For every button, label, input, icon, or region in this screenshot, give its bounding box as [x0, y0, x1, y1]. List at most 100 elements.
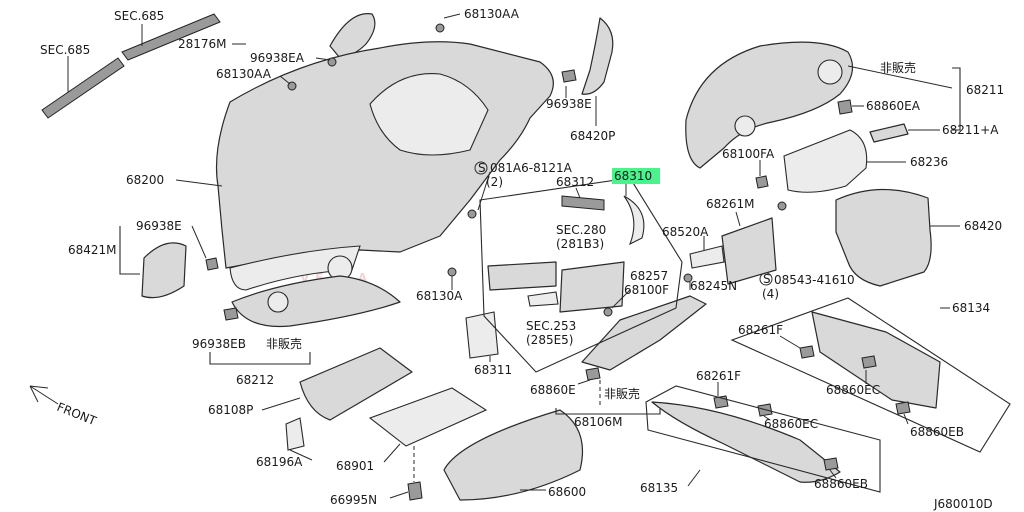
frame-68212-group: [209, 352, 311, 365]
label-68860ec-mid: 68860EC: [764, 417, 818, 431]
label-68860eb-bottom: 68860EB: [814, 477, 868, 491]
label-96938e-top: 96938E: [546, 97, 592, 111]
label-68236: 68236: [910, 155, 948, 169]
frame-68135-group: [645, 385, 881, 493]
label-08543-qty: (4): [762, 287, 779, 301]
leader-96938ea: [315, 57, 331, 61]
label-sec280-ref: (281B3): [556, 237, 604, 251]
leader-66995n: [389, 491, 409, 499]
label-68211a: 68211+A: [942, 123, 999, 137]
label-68212: 68212: [236, 373, 274, 387]
leader-96938e-left: [191, 225, 207, 259]
clip-68860ec-right: [861, 355, 877, 369]
label-sec685-b: SEC.685: [114, 9, 164, 23]
clip-68860e: [585, 367, 601, 381]
leader-68108p: [261, 397, 301, 411]
label-68860ea: 68860EA: [866, 99, 921, 113]
label-68135: 68135: [640, 481, 678, 495]
label-68130aa-left: 68130AA: [216, 67, 272, 81]
meter-hood-cover-68211: [685, 41, 854, 169]
screw-symbol-081a6: S: [478, 161, 486, 175]
meter-hood-hole-2: [734, 115, 756, 137]
label-sec685-a: SEC.685: [40, 43, 90, 57]
glove-box-frame-68901: [368, 387, 488, 447]
label-68420: 68420: [964, 219, 1002, 233]
label-68130a: 68130A: [416, 289, 463, 303]
leader-68196a: [289, 449, 313, 461]
screw-08543: [777, 201, 787, 211]
label-68311: 68311: [474, 363, 512, 377]
label-96938e-left: 96938E: [136, 219, 182, 233]
side-finisher-68420p: [581, 17, 614, 95]
label-68261f-mid: 68261F: [696, 369, 741, 383]
defrost-grille-left: [41, 57, 125, 119]
label-68130aa-top: 68130AA: [464, 7, 520, 21]
label-68600: 68600: [548, 485, 586, 499]
bracket-68211a: [869, 123, 909, 143]
leader-68135: [687, 469, 701, 487]
clip-96938e-left: [205, 257, 219, 271]
lower-cover-68108p: [299, 347, 413, 421]
switch-panel-68421m: [141, 242, 187, 299]
label-96938eb: 96938EB: [192, 337, 246, 351]
leader-68211: [847, 65, 953, 89]
bracket-68310: [623, 195, 645, 246]
bracket-68196a: [285, 417, 305, 451]
bracket-68311: [465, 311, 499, 359]
screw-68130aa-top: [435, 23, 445, 33]
label-hihanbai-2: 非販売: [266, 336, 302, 351]
center-frame-68312: [561, 195, 605, 211]
label-68312: 68312: [556, 175, 594, 189]
leader-68261m-top: [735, 211, 741, 227]
instrument-panel-meter-hood: [369, 73, 489, 156]
label-08543: 08543-41610: [774, 273, 855, 287]
clip-68100fa: [755, 175, 769, 189]
leader-68860e: [577, 379, 591, 385]
knee-panel-68134: [811, 311, 941, 409]
label-sec253-ref: (285E5): [526, 333, 573, 347]
label-68860eb-right: 68860EB: [910, 425, 964, 439]
label-68421m: 68421M: [68, 243, 117, 257]
label-68196a: 68196A: [256, 455, 303, 469]
leader-68261f-right: [779, 335, 801, 349]
center-finisher-68257: [559, 261, 625, 313]
label-68901: 68901: [336, 459, 374, 473]
frame-68106m-group: [555, 408, 661, 415]
label-081a6: 081A6-8121A: [490, 161, 573, 175]
audio-unit: [487, 261, 557, 291]
screw-081a6: [467, 209, 477, 219]
label-front: FRONT: [55, 400, 99, 429]
display-unit-68261m: [721, 217, 777, 285]
label-sec253: SEC.253: [526, 319, 576, 333]
label-68108p: 68108P: [208, 403, 253, 417]
label-hihanbai-1: 非販売: [880, 60, 916, 75]
label-diagram-code: J680010D: [933, 497, 993, 511]
label-081a6-qty: (2): [486, 175, 503, 189]
bracket-sec253: [527, 291, 559, 307]
clip-96938e-top: [561, 69, 577, 83]
clip-96938eb: [223, 307, 239, 321]
leader-68860eb-bottom: [829, 469, 837, 479]
screw-circle-08543: [759, 272, 773, 286]
label-68860ec-right: 68860EC: [826, 383, 880, 397]
leader-68901: [383, 443, 401, 463]
label-68261m-top: 68261M: [706, 197, 755, 211]
leader-081a6: [477, 171, 491, 211]
label-66995n: 66995N: [330, 493, 377, 507]
label-68245n: 68245N: [690, 279, 737, 293]
lower-panel-68212: [231, 275, 401, 328]
leader-68130aa-left: [279, 75, 291, 85]
screw-circle-081a6: [474, 161, 488, 175]
label-68106m: 68106M: [574, 415, 623, 429]
screw-96938ea: [327, 57, 337, 67]
label-hihanbai-3: 非販売: [604, 386, 640, 401]
leader-68860eb-right: [903, 413, 909, 425]
label-68310: 68310: [614, 169, 652, 183]
lower-panel-vent: [267, 291, 289, 313]
cluster-lid-68420: [835, 188, 932, 287]
leader-68860ec-mid: [763, 415, 771, 421]
label-68420p: 68420P: [570, 129, 615, 143]
label-68100fa: 68100FA: [722, 147, 775, 161]
bracket-68520a: [689, 245, 725, 269]
